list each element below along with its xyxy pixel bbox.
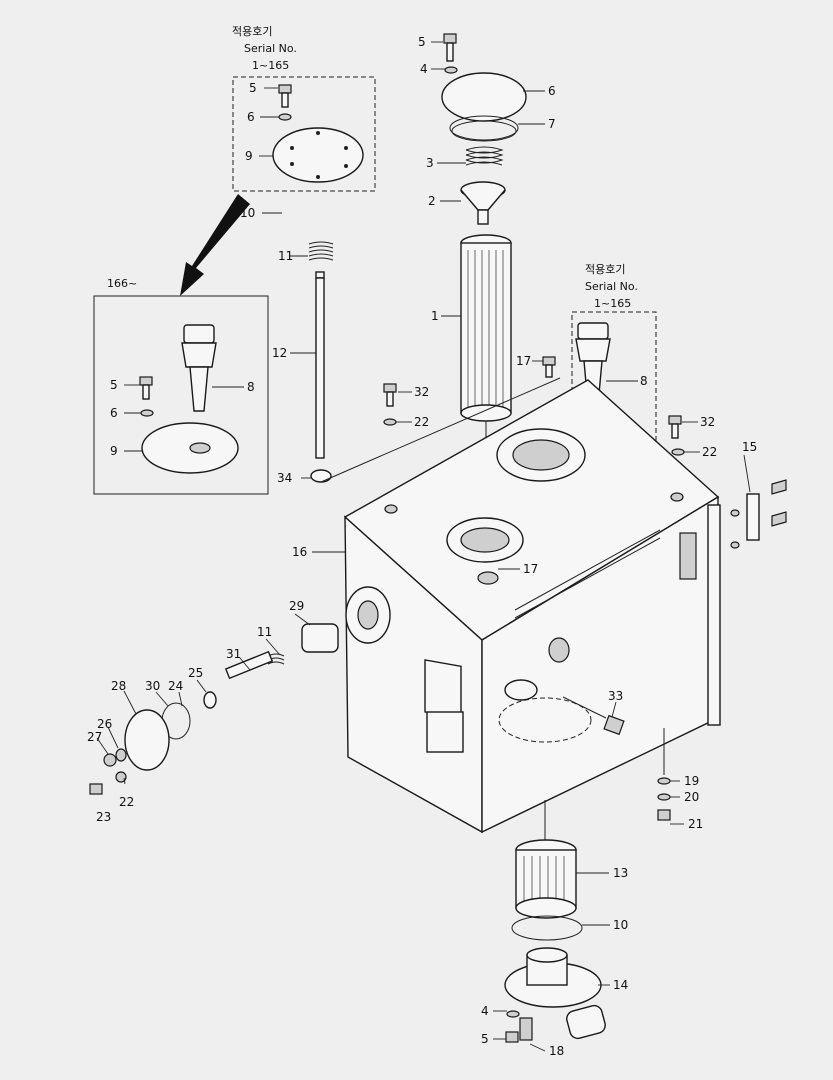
callout-32: 32 [414,385,429,399]
callout-22: 22 [414,415,429,429]
callout-7: 7 [548,117,556,131]
serial-box-upper-left: 적용호기 Serial No. 1~165 [232,25,376,192]
serial-range-label-right: 1~165 [594,297,631,310]
suction-pipe [308,241,561,483]
bracket-15 [730,479,787,549]
callout-8-lower: 8 [247,380,255,394]
callout-17: 17 [516,354,531,368]
callout-3: 3 [426,156,434,170]
callout-27: 27 [87,730,102,744]
serial-ko-label-right: 적용호기 [585,263,625,276]
callout-17-tank: 17 [523,562,538,576]
serial-range-label: 1~165 [252,59,289,72]
callout-5-bottom: 5 [481,1032,489,1046]
serial-en-label-right: Serial No. [585,280,638,293]
callout-5-lower: 5 [110,378,118,392]
callout-24: 24 [168,679,183,693]
callout-10: 10 [240,206,255,220]
callout-20: 20 [684,790,699,804]
top-cap-assembly [441,33,527,530]
callout-29: 29 [289,599,304,613]
callout-12: 12 [272,346,287,360]
callout-19: 19 [684,774,699,788]
callout-4: 4 [420,62,428,76]
callout-21: 21 [688,817,703,831]
transition-arrow [180,194,250,296]
callout-6: 6 [548,84,556,98]
leader-lines [96,41,751,1052]
callout-23: 23 [96,810,111,824]
callout-18: 18 [549,1044,564,1058]
serial-ko-label: 적용호기 [232,25,272,38]
bolt-33 [562,696,625,736]
hydraulic-tank [343,379,721,834]
callout-15: 15 [742,440,757,454]
callout-labels: 5 4 6 7 3 2 1 17 32 22 8 15 16 29 11 31 … [87,35,757,1058]
callout-30: 30 [145,679,160,693]
callout-14: 14 [613,978,628,992]
serial-range-label-2: 166~ [107,277,137,290]
callout-34: 34 [277,471,292,485]
callout-8-right: 8 [640,374,648,388]
callout-16: 16 [292,545,307,559]
callout-25: 25 [188,666,203,680]
callout-33: 33 [608,689,623,703]
serial-box-lower-left: 166~ [93,277,269,495]
callout-32-right: 32 [700,415,715,429]
callout-11: 11 [257,625,272,639]
callout-11-top: 11 [278,249,293,263]
callout-6-lower: 6 [110,406,118,420]
callout-2: 2 [428,194,436,208]
callout-4-bottom: 4 [481,1004,489,1018]
bottom-filter-group [504,800,606,1043]
callout-10-bottom: 10 [613,918,628,932]
callout-5: 5 [418,35,426,49]
callout-22-right: 22 [702,445,717,459]
callout-31: 31 [226,647,241,661]
callout-9: 9 [245,149,253,163]
callout-1: 1 [431,309,439,323]
bolts-32-22 [383,356,685,456]
callout-22-left: 22 [119,795,134,809]
serial-en-label: Serial No. [244,42,297,55]
callout-5-box: 5 [249,81,257,95]
callout-6-box: 6 [247,110,255,124]
callout-28: 28 [111,679,126,693]
callout-26: 26 [97,717,112,731]
side-strainer-group [89,623,339,795]
callout-13: 13 [613,866,628,880]
callout-9-lower: 9 [110,444,118,458]
